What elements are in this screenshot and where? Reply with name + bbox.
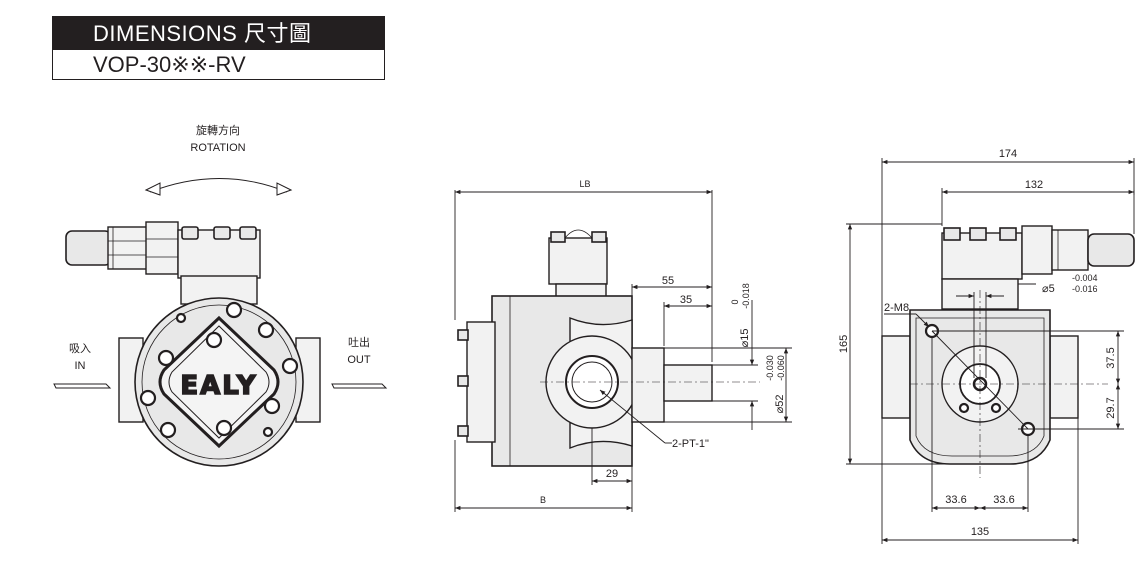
outlet-label-en: OUT: [347, 354, 371, 366]
dim-165: 165: [838, 335, 850, 353]
rear-view: 174 132 165 ⌀5 -0.004 -0.016 2-M8 37.5 2…: [838, 148, 1135, 544]
dim-b: B: [540, 495, 546, 505]
outlet-arrow-icon: [331, 383, 388, 389]
dim-pilot-tol-upper: -0.030: [765, 355, 775, 381]
front-view: 旋轉方向 ROTATION EALY: [53, 123, 388, 467]
dim-33-6-left: 33.6: [945, 494, 966, 506]
dim-29: 29: [606, 468, 618, 480]
dim-pilot-diameter: ⌀52: [774, 395, 786, 414]
page-title: DIMENSIONS 尺寸圖: [53, 17, 384, 50]
dim-port: 2-PT-1": [672, 438, 709, 450]
dim-shaft-tol-upper: 0: [730, 299, 740, 304]
dim-key-tol-upper: -0.004: [1072, 273, 1098, 283]
dim-29-7: 29.7: [1105, 397, 1117, 418]
dim-174: 174: [999, 148, 1017, 160]
title-block: DIMENSIONS 尺寸圖 VOP-30※※-RV: [52, 16, 385, 80]
brand-logo: EALY: [180, 371, 257, 401]
dim-135: 135: [971, 526, 989, 538]
dim-35: 35: [680, 294, 692, 306]
dim-shaft-diameter: ⌀15: [739, 329, 751, 348]
dim-key-diameter: ⌀5: [1042, 283, 1055, 295]
dim-key-tol-lower: -0.016: [1072, 284, 1098, 294]
inlet-label-zh: 吸入: [69, 343, 91, 355]
rotation-label-en: ROTATION: [190, 142, 245, 154]
dim-33-6-right: 33.6: [993, 494, 1014, 506]
dim-pilot-tol-lower: -0.060: [776, 355, 786, 381]
rotation-arrow-icon: [149, 178, 288, 193]
dim-holes: 2-M8: [884, 302, 909, 314]
rotation-label-zh: 旋轉方向: [196, 123, 240, 137]
dim-lb: LB: [579, 179, 590, 189]
inlet-arrow-icon: [53, 383, 112, 389]
model-number: VOP-30※※-RV: [93, 52, 246, 77]
side-view: LB 55 35 ⌀15 0 -0.018 ⌀52 -0.030 -0.060 …: [454, 179, 792, 512]
dim-37-5: 37.5: [1105, 347, 1117, 368]
dim-55: 55: [662, 275, 674, 287]
inlet-label-en: IN: [75, 360, 86, 372]
dim-132: 132: [1025, 179, 1043, 191]
dim-shaft-tol-lower: -0.018: [741, 283, 751, 309]
outlet-label-zh: 吐出: [348, 335, 370, 349]
